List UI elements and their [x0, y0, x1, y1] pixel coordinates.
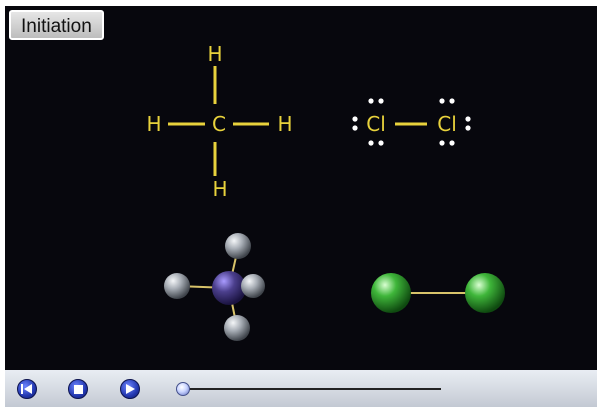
hydrogen-sphere-right: [241, 274, 265, 298]
stop-button[interactable]: [68, 379, 88, 399]
chlorine-lewis-structure: Cl Cl: [352, 98, 471, 146]
methane-lewis-structure: H H C H H: [146, 42, 292, 201]
play-icon: [125, 384, 135, 394]
methane-top-hydrogen: H: [207, 42, 222, 66]
chlorine-sphere-right: [465, 273, 505, 313]
chlorine-3d-model: [371, 273, 505, 313]
reaction-scene: H H C H H Cl Cl: [146, 42, 505, 341]
chlorine-atom-right: Cl: [437, 112, 457, 136]
stop-icon: [73, 384, 83, 394]
methane-left-hydrogen: H: [146, 112, 161, 136]
animation-stage: H H C H H Cl Cl: [5, 6, 597, 370]
hydrogen-sphere-bottom: [224, 315, 250, 341]
title-tab: Initiation: [9, 10, 104, 40]
carbon-sphere: [212, 271, 246, 305]
chlorine-atom-left: Cl: [366, 112, 386, 136]
rewind-button[interactable]: [17, 379, 37, 399]
play-button[interactable]: [120, 379, 140, 399]
playback-controls: [5, 370, 597, 407]
progress-thumb[interactable]: [176, 382, 190, 396]
methane-carbon: C: [212, 112, 226, 136]
hydrogen-sphere-top: [225, 233, 251, 259]
rewind-icon: [21, 384, 32, 394]
methane-bottom-hydrogen: H: [212, 177, 227, 201]
chlorine-sphere-left: [371, 273, 411, 313]
lone-pair-dots: [352, 98, 471, 146]
methane-3d-model: [164, 233, 265, 341]
methane-right-hydrogen: H: [277, 112, 292, 136]
hydrogen-sphere-left: [164, 273, 190, 299]
progress-track[interactable]: [183, 388, 441, 390]
